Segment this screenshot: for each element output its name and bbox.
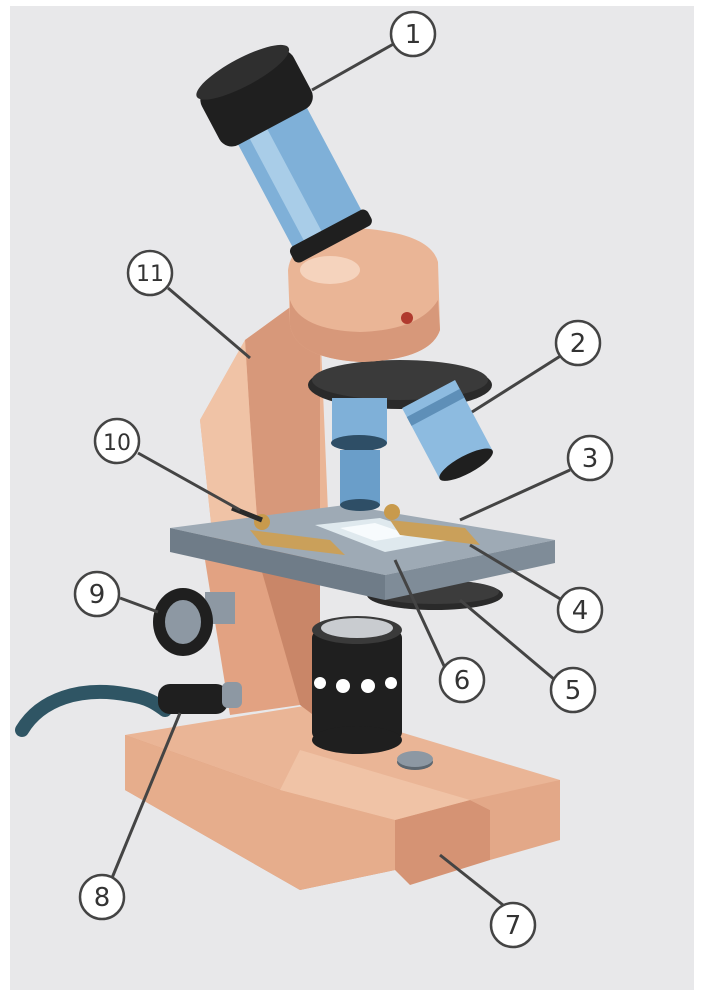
callout-label: 3 <box>582 444 599 474</box>
callout-label: 10 <box>103 431 131 456</box>
callout-label: 1 <box>405 20 422 50</box>
callout-label: 8 <box>94 883 111 913</box>
indicator-dot <box>401 312 413 324</box>
callout-5: 5 <box>551 668 595 712</box>
callout-3: 3 <box>568 436 612 480</box>
callout-11: 11 <box>128 251 172 295</box>
callout-6: 6 <box>440 658 484 702</box>
callout-label: 11 <box>136 262 164 287</box>
callout-label: 6 <box>454 666 471 696</box>
callout-4: 4 <box>558 588 602 632</box>
callout-7: 7 <box>491 903 535 947</box>
callout-label: 4 <box>572 596 589 626</box>
callout-2: 2 <box>556 321 600 365</box>
substage-lamp <box>312 616 402 754</box>
callout-1: 1 <box>391 12 435 56</box>
callout-label: 2 <box>570 329 587 359</box>
callout-8: 8 <box>80 875 124 919</box>
callout-label: 5 <box>565 676 582 706</box>
callout-label: 7 <box>505 911 522 941</box>
callout-label: 9 <box>89 580 106 610</box>
callout-10: 10 <box>95 419 139 463</box>
callout-9: 9 <box>75 572 119 616</box>
